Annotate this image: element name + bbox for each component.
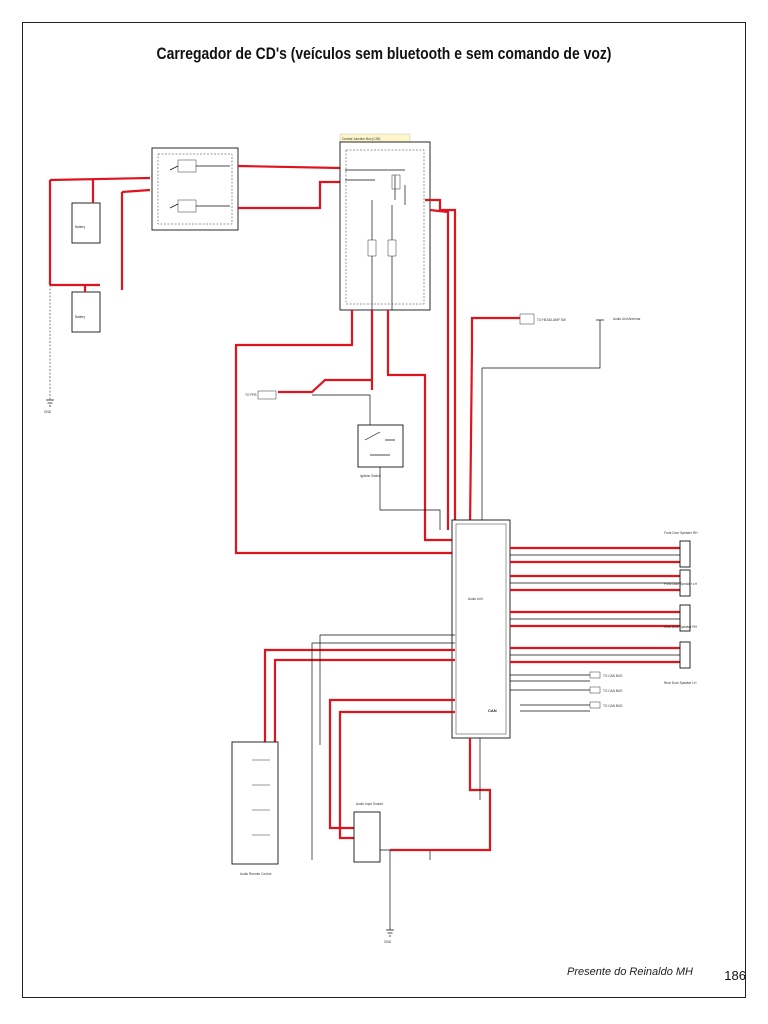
ground-label-bottom: GND xyxy=(384,940,392,944)
ignition-switch-box xyxy=(357,424,404,468)
can-bus-label-3: TO CAN BUS xyxy=(603,704,622,708)
audio-unit: Audio Unit CAN xyxy=(451,519,511,739)
to-headlamp-label: TO HEADLAMP SW xyxy=(537,318,566,322)
can-label: CAN xyxy=(488,708,497,713)
headlamp-antenna: TO HEADLAMP SW Audio Unit Antenna xyxy=(468,313,641,531)
battery-main-label: Battery xyxy=(75,225,86,229)
to-pfb-label: TO PFB xyxy=(245,393,256,397)
fuse-box-left-frame xyxy=(151,147,239,231)
remote-wiring xyxy=(263,634,455,860)
speaker-rear-lh xyxy=(679,641,691,669)
speaker-front-lh-label: Front Door Speaker LH xyxy=(664,582,698,586)
speaker-front-rh-label: Front Door Speaker RH xyxy=(664,531,698,535)
footer-credit: Presente do Reinaldo MH xyxy=(567,966,693,978)
page-number: 186 xyxy=(724,968,746,983)
battery-section: Battery Battery GND xyxy=(44,176,151,414)
page-frame xyxy=(22,22,746,998)
can-bus: TO CAN BUS TO CAN BUS TO CAN BUS xyxy=(510,671,622,712)
cjb-label: Central Junction Box (CJB) xyxy=(342,137,380,141)
central-junction-box: Central Junction Box (CJB) xyxy=(339,133,431,311)
speaker-rear-lh-label: Rear Door Speaker LH xyxy=(664,681,697,685)
audio-remote-control: Audio Remote Control xyxy=(231,741,279,876)
speaker-rear-rh-label: Rear Door Speaker RH xyxy=(664,625,698,629)
speaker-wiring xyxy=(510,546,680,664)
speaker-front-lh xyxy=(679,569,691,597)
speaker-rear-rh xyxy=(679,604,691,632)
audio-input-label: Audio Input Socket xyxy=(356,802,383,806)
battery-main-box xyxy=(71,202,101,244)
speakers: Front Door Speaker RH Front Door Speaker… xyxy=(664,531,698,685)
audio-input-socket: Audio Input Socket xyxy=(353,802,431,863)
can-bus-label-2: TO CAN BUS xyxy=(603,689,622,693)
can-bus-label-1: TO CAN BUS xyxy=(603,674,622,678)
remote-control-label: Audio Remote Control xyxy=(240,872,272,876)
ground-label-left: GND xyxy=(44,410,52,414)
ignition-switch-label: Ignition Switch xyxy=(360,474,381,478)
ignition-section: TO PFB Ignition Switch xyxy=(245,378,441,530)
fuse-box-left xyxy=(151,147,239,231)
page-title: Carregador de CD's (veículos sem bluetoo… xyxy=(156,44,612,63)
remote-control-box xyxy=(231,741,279,865)
audio-unit-box xyxy=(451,519,511,739)
battery-aux-label: Battery xyxy=(75,315,86,319)
speaker-front-rh xyxy=(679,540,691,568)
audio-input-box xyxy=(353,811,381,863)
antenna-label: Audio Unit Antenna xyxy=(613,317,641,321)
battery-aux-box xyxy=(71,291,101,333)
audio-unit-label: Audio Unit xyxy=(468,597,483,601)
